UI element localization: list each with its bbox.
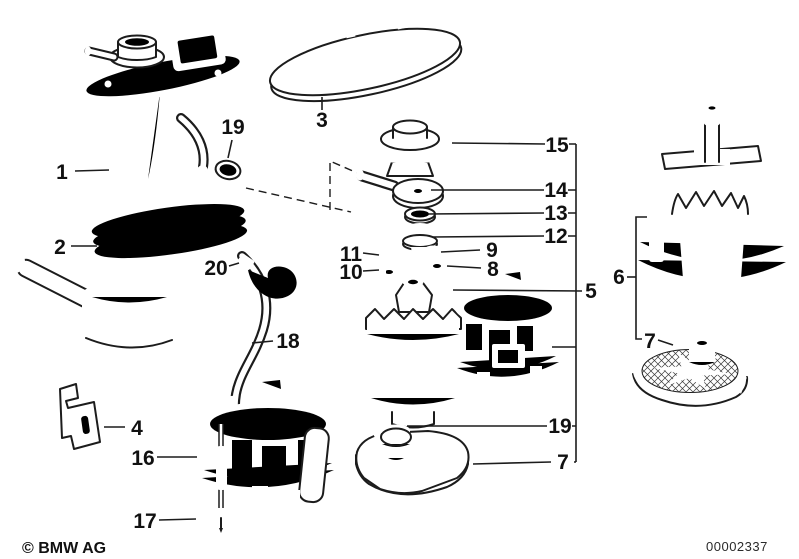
part-nut-left [378, 251, 398, 265]
callout-1: 1 [56, 161, 68, 184]
construction-line-b [329, 159, 372, 210]
part-vent-tube [176, 113, 209, 173]
part-sealing-washer [404, 206, 436, 225]
callout-19-upper: 19 [221, 116, 244, 139]
callout-19-lower: 19 [548, 415, 571, 438]
part-suction-strainer-right [632, 338, 749, 407]
part-pump-cage-middle [455, 272, 561, 388]
bmw-watermark: © BMW AG [22, 540, 106, 557]
part-cover-cap [370, 119, 450, 177]
part-strainer-plate-middle [355, 424, 470, 496]
callout-6: 6 [613, 266, 625, 289]
part-nut-right [423, 245, 443, 260]
part-hose-clamp-upper [214, 156, 246, 181]
part-threaded-union [402, 223, 438, 276]
callout-15: 15 [545, 134, 569, 157]
leader-lines [71, 97, 674, 521]
callout-12: 12 [544, 225, 567, 248]
callout-9: 9 [486, 239, 498, 262]
part-fuel-pump [365, 265, 462, 429]
part-pump-housing-lower [200, 380, 336, 504]
callout-16: 16 [131, 447, 154, 470]
callout-4: 4 [131, 417, 143, 440]
part-lock-washer-right [425, 258, 449, 274]
callout-7-middle: 7 [557, 451, 569, 474]
part-banjo-union [356, 169, 444, 209]
part-locking-pin [212, 424, 230, 533]
part-coiled-hose-ring [91, 204, 248, 259]
construction-line-a [245, 187, 352, 213]
part-cable-connector [237, 253, 297, 299]
callout-5: 5 [585, 280, 597, 303]
callout-17: 17 [133, 510, 156, 533]
callout-3: 3 [316, 109, 328, 132]
part-fuel-pump-assembly [634, 105, 790, 333]
callout-13: 13 [544, 202, 567, 225]
callout-7-right: 7 [644, 330, 656, 353]
callout-11: 11 [340, 243, 363, 266]
callout-18: 18 [276, 330, 300, 353]
part-fuel-level-sender [14, 22, 250, 355]
part-hose-clamp-lower [374, 427, 412, 447]
callout-20: 20 [204, 257, 227, 280]
drawing-number: 00002337 [706, 539, 768, 554]
part-retaining-clip [59, 383, 101, 450]
callout-8: 8 [487, 258, 499, 281]
callout-10: 10 [339, 261, 362, 284]
callout-2: 2 [54, 236, 66, 259]
callout-14: 14 [544, 179, 568, 202]
part-sealing-frame-gasket [268, 21, 463, 103]
